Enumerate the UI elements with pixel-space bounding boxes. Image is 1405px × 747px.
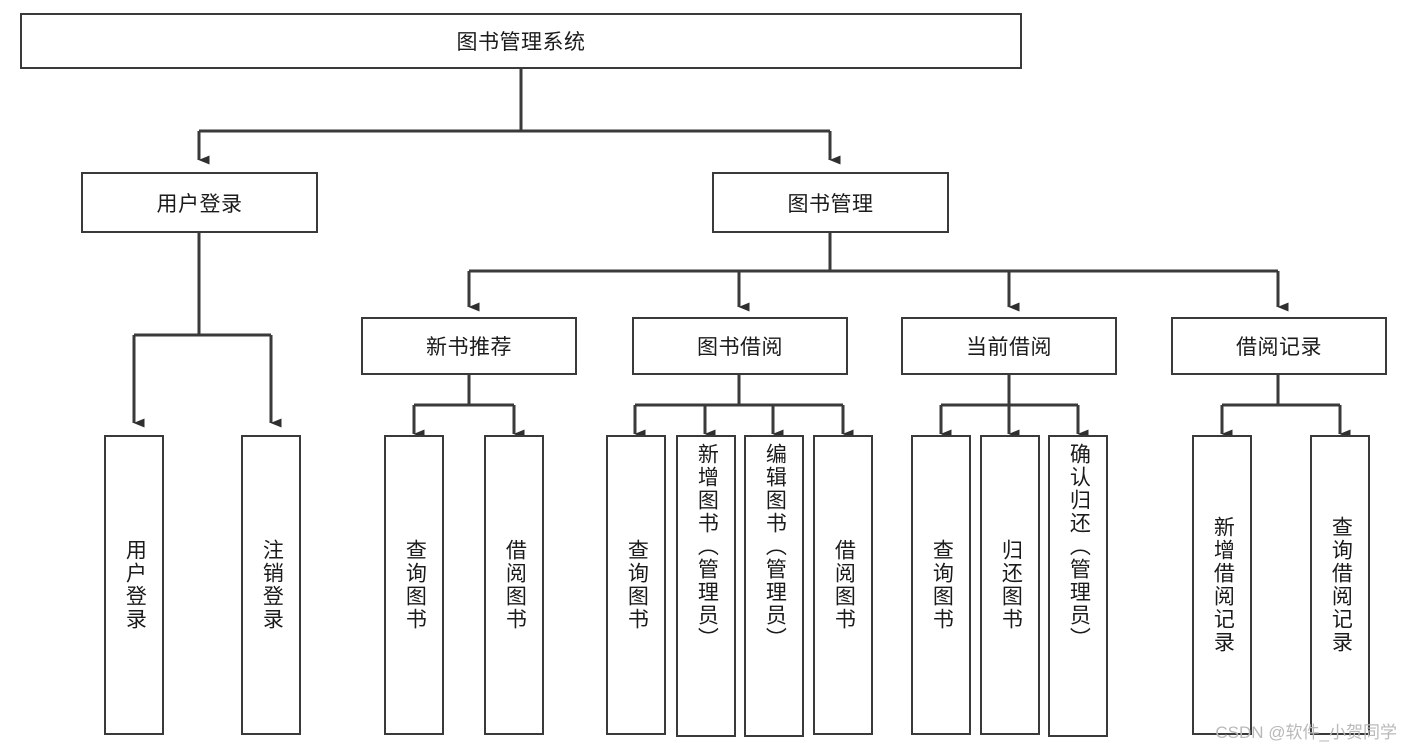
node-book-manage[interactable]: 图书管理 (712, 172, 949, 233)
node-label: 用户登录 (156, 192, 243, 216)
node-book-management-system[interactable]: 图书管理系统 (20, 13, 1022, 69)
node-current-borrow[interactable]: 当前借阅 (901, 317, 1117, 375)
node-label: 注销登录 (260, 539, 284, 631)
node-leaf-query-borrow-record[interactable]: 查询借阅记录 (1310, 435, 1370, 735)
node-label: 新书推荐 (426, 336, 512, 359)
node-leaf-edit-book-admin[interactable]: 编辑图书（管理员） (744, 435, 804, 737)
node-label: 借阅图书 (503, 539, 527, 631)
node-label: 图书管理系统 (456, 31, 586, 54)
node-label: 查询图书 (403, 539, 427, 631)
node-label: 新增借阅记录 (1211, 516, 1235, 654)
node-label: 借阅图书 (832, 539, 856, 631)
node-new-book-recommend[interactable]: 新书推荐 (361, 317, 577, 375)
node-label: 确认归还（管理员） (1067, 443, 1091, 650)
node-leaf-add-borrow-record[interactable]: 新增借阅记录 (1192, 435, 1252, 735)
node-leaf-return-book[interactable]: 归还图书 (980, 435, 1040, 735)
node-label: 查询图书 (930, 539, 954, 631)
node-label: 查询图书 (625, 539, 649, 631)
node-leaf-query-book-1[interactable]: 查询图书 (384, 435, 444, 735)
node-leaf-query-book-3[interactable]: 查询图书 (911, 435, 971, 735)
node-label: 用户登录 (123, 539, 147, 631)
node-label: 当前借阅 (966, 336, 1052, 359)
node-label: 图书管理 (787, 192, 874, 216)
node-leaf-borrow-book-2[interactable]: 借阅图书 (813, 435, 873, 735)
node-book-borrow[interactable]: 图书借阅 (632, 317, 848, 375)
node-label: 新增图书（管理员） (695, 443, 719, 650)
node-label: 编辑图书（管理员） (763, 443, 787, 650)
node-leaf-borrow-book-1[interactable]: 借阅图书 (484, 435, 544, 735)
node-leaf-query-book-2[interactable]: 查询图书 (606, 435, 666, 735)
node-user-login[interactable]: 用户登录 (81, 172, 318, 233)
node-borrow-record[interactable]: 借阅记录 (1171, 317, 1387, 375)
node-label: 图书借阅 (697, 336, 783, 359)
node-leaf-logout-login[interactable]: 注销登录 (241, 435, 301, 735)
node-label: 查询借阅记录 (1329, 516, 1353, 654)
node-leaf-add-book-admin[interactable]: 新增图书（管理员） (676, 435, 736, 737)
node-leaf-confirm-return-admin[interactable]: 确认归还（管理员） (1048, 435, 1108, 737)
node-label: 借阅记录 (1236, 336, 1322, 359)
node-label: 归还图书 (999, 539, 1023, 631)
node-leaf-user-login[interactable]: 用户登录 (104, 435, 164, 735)
